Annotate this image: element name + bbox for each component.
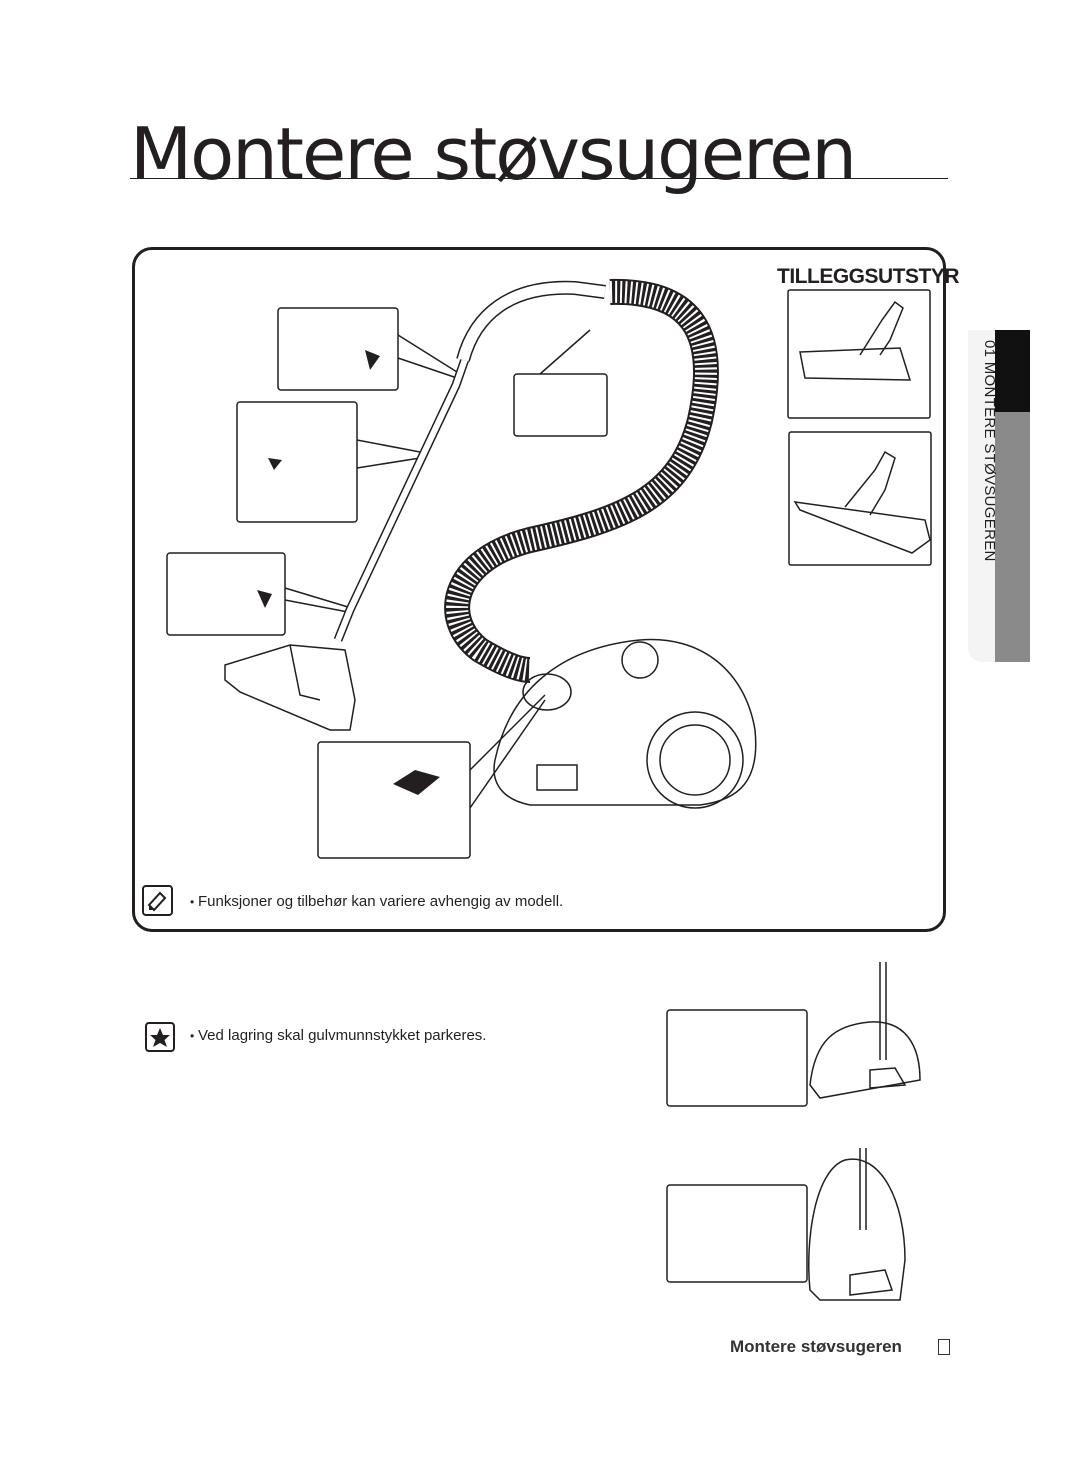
side-tab-active [995, 330, 1030, 412]
insert-arrow [393, 770, 440, 795]
tip-text: Ved lagring skal gulvmunnstykket parkere… [198, 1027, 487, 1044]
note-text: Funksjoner og tilbehør kan variere avhen… [198, 893, 564, 910]
accessory-heading: TILLEGGSUTSTYR [777, 265, 960, 288]
chapter-label: 01 MONTERE STØVSUGEREN [981, 340, 998, 562]
side-tab-inactive [995, 412, 1030, 662]
inset-wand-clip [277, 307, 399, 391]
accessory-turbo-brush [787, 289, 931, 419]
page-number-box [938, 1339, 950, 1355]
inset-nozzle-attach [166, 552, 286, 636]
inset-hose-clip [513, 373, 608, 437]
tip-bullet: • [190, 1029, 195, 1043]
accessory-parquet-brush [788, 431, 932, 566]
assembly-panel [132, 247, 946, 932]
inset-hose-connect [317, 741, 471, 859]
inset-parking-2 [666, 1184, 808, 1283]
title-rule [130, 178, 948, 179]
note-bullet: • [190, 895, 195, 909]
inset-wand-adjust [236, 401, 358, 523]
inset-parking-1 [666, 1009, 808, 1107]
footer-title: Montere støvsugeren [730, 1337, 902, 1356]
side-tab-background [968, 330, 995, 662]
